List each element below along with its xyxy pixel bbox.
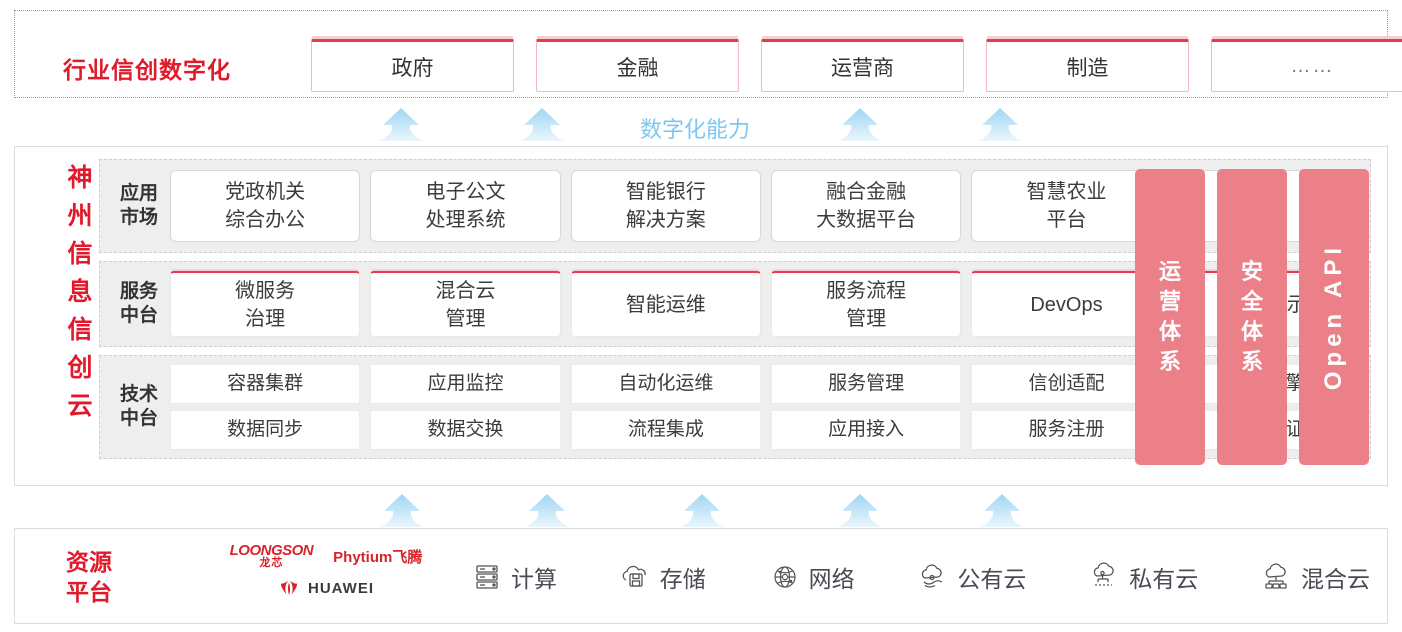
resource-label-hybrid-cloud: 混合云 bbox=[1300, 566, 1370, 592]
tech-cell-automated-ops[interactable]: 自动化运维 bbox=[570, 364, 761, 404]
resource-item-public-cloud[interactable]: 公有云 bbox=[916, 560, 1026, 594]
svc-cell-microservice-governance[interactable]: 微服务治理 bbox=[170, 271, 361, 337]
resource-label-public-cloud: 公有云 bbox=[957, 566, 1027, 592]
server-icon bbox=[470, 560, 504, 594]
network-globe-icon bbox=[768, 560, 802, 594]
industry-box-finance[interactable]: 金融 bbox=[536, 39, 739, 92]
pillar-label-security: 安全体系 bbox=[1240, 259, 1263, 374]
app-cell-smart-bank[interactable]: 智能银行解决方案 bbox=[570, 170, 761, 242]
up-arrow-icon bbox=[525, 494, 569, 528]
industry-box-list: 政府 金融 运营商 制造 …… bbox=[311, 39, 1402, 92]
resource-label-private-cloud: 私有云 bbox=[1129, 566, 1199, 592]
pillar-label-operations: 运营体系 bbox=[1158, 259, 1181, 374]
up-arrow-icon bbox=[380, 494, 424, 528]
pillar-list: 运营体系 安全体系 Open API bbox=[1135, 169, 1369, 465]
tech-cell-app-monitoring[interactable]: 应用监控 bbox=[370, 364, 561, 404]
industry-box-telecom[interactable]: 运营商 bbox=[761, 39, 964, 92]
pillar-security-system[interactable]: 安全体系 bbox=[1217, 169, 1287, 465]
app-cell-edoc-system[interactable]: 电子公文处理系统 bbox=[370, 170, 561, 242]
up-arrow-icon bbox=[520, 108, 564, 142]
resource-item-storage[interactable]: 存储 bbox=[619, 560, 706, 594]
resource-label-network: 网络 bbox=[808, 566, 855, 592]
tech-cell-xinchuang-adaptation[interactable]: 信创适配 bbox=[971, 364, 1162, 404]
resource-item-hybrid-cloud[interactable]: 混合云 bbox=[1260, 560, 1370, 594]
up-arrow-icon bbox=[838, 494, 882, 528]
capability-arrow-row-top bbox=[0, 108, 1402, 142]
up-arrow-icon bbox=[838, 108, 882, 142]
cloud-platform-title: 神州信息信创云 bbox=[67, 164, 93, 420]
resource-item-list: 计算 存储 bbox=[470, 551, 1370, 603]
industry-box-more[interactable]: …… bbox=[1211, 39, 1402, 92]
vendor-logo-row-2: HUAWEI bbox=[211, 579, 441, 597]
resource-label-compute: 计算 bbox=[511, 566, 557, 592]
resource-label-storage: 存储 bbox=[659, 566, 706, 592]
cloud-platform-panel: 神州信息信创云 应用市场 党政机关综合办公 电子公文处理系统 智能银行解决方案 … bbox=[14, 146, 1388, 486]
industry-box-manufacturing[interactable]: 制造 bbox=[986, 39, 1189, 92]
app-cell-government-office[interactable]: 党政机关综合办公 bbox=[170, 170, 361, 242]
band-label-technical-platform: 技术中台 bbox=[119, 384, 158, 429]
public-cloud-icon bbox=[916, 560, 950, 594]
loongson-logo: LOONGSON 龙芯 bbox=[230, 543, 314, 569]
hybrid-cloud-icon bbox=[1260, 560, 1294, 594]
svc-cell-hybrid-cloud-management[interactable]: 混合云管理 bbox=[370, 271, 561, 337]
up-arrow-icon bbox=[680, 494, 724, 528]
pillar-open-api[interactable]: Open API bbox=[1299, 169, 1369, 465]
vendor-logo-row-1: LOONGSON 龙芯 Phytium飞腾 bbox=[211, 543, 441, 569]
svc-cell-service-process-management[interactable]: 服务流程管理 bbox=[770, 271, 962, 337]
vendor-logo-group: LOONGSON 龙芯 Phytium飞腾 HUAWEI bbox=[211, 543, 441, 611]
private-cloud-icon bbox=[1088, 560, 1122, 594]
band-label-application-market: 应用市场 bbox=[119, 183, 158, 228]
phytium-logo: Phytium飞腾 bbox=[333, 548, 423, 566]
application-market-cells: 党政机关综合办公 电子公文处理系统 智能银行解决方案 融合金融大数据平台 智慧农… bbox=[170, 170, 1362, 242]
up-arrow-icon bbox=[980, 494, 1024, 528]
huawei-petal-icon bbox=[278, 579, 300, 597]
resource-arrow-row-bottom bbox=[0, 494, 1402, 528]
svc-cell-devops[interactable]: DevOps bbox=[971, 271, 1162, 337]
industry-band: 行业信创数字化 政府 金融 运营商 制造 …… bbox=[14, 10, 1402, 98]
resource-item-network[interactable]: 网络 bbox=[768, 560, 855, 594]
cloud-storage-icon bbox=[619, 560, 653, 594]
tech-cell-data-sync[interactable]: 数据同步 bbox=[170, 410, 361, 450]
up-arrow-icon bbox=[379, 108, 423, 142]
tech-cell-service-registry[interactable]: 服务注册 bbox=[971, 410, 1162, 450]
industry-box-government[interactable]: 政府 bbox=[311, 39, 514, 92]
capability-label: 数字化能力 bbox=[640, 117, 751, 142]
app-cell-finance-bigdata[interactable]: 融合金融大数据平台 bbox=[770, 170, 962, 242]
loongson-logo-en: LOONGSON bbox=[229, 542, 314, 559]
up-arrow-icon bbox=[978, 108, 1022, 142]
huawei-logo-text: HUAWEI bbox=[308, 579, 374, 597]
loongson-logo-cn: 龙芯 bbox=[259, 557, 284, 569]
resource-item-private-cloud[interactable]: 私有云 bbox=[1088, 560, 1198, 594]
pillar-operations-system[interactable]: 运营体系 bbox=[1135, 169, 1205, 465]
industry-title: 行业信创数字化 bbox=[63, 57, 231, 83]
tech-cell-service-management[interactable]: 服务管理 bbox=[770, 364, 962, 404]
app-cell-smart-agriculture[interactable]: 智慧农业平台 bbox=[971, 170, 1162, 242]
resource-item-compute[interactable]: 计算 bbox=[470, 560, 557, 594]
resource-platform-title: 资源平台 bbox=[66, 549, 112, 605]
tech-cell-process-integration[interactable]: 流程集成 bbox=[570, 410, 761, 450]
tech-cell-container-cluster[interactable]: 容器集群 bbox=[170, 364, 361, 404]
tech-cell-app-access[interactable]: 应用接入 bbox=[770, 410, 962, 450]
band-label-service-platform: 服务中台 bbox=[119, 281, 158, 326]
resource-platform-panel: 资源平台 LOONGSON 龙芯 Phytium飞腾 bbox=[14, 528, 1388, 624]
pillar-label-open-api: Open API bbox=[1320, 243, 1347, 391]
svc-cell-intelligent-ops[interactable]: 智能运维 bbox=[570, 271, 761, 337]
tech-cell-data-exchange[interactable]: 数据交换 bbox=[370, 410, 561, 450]
